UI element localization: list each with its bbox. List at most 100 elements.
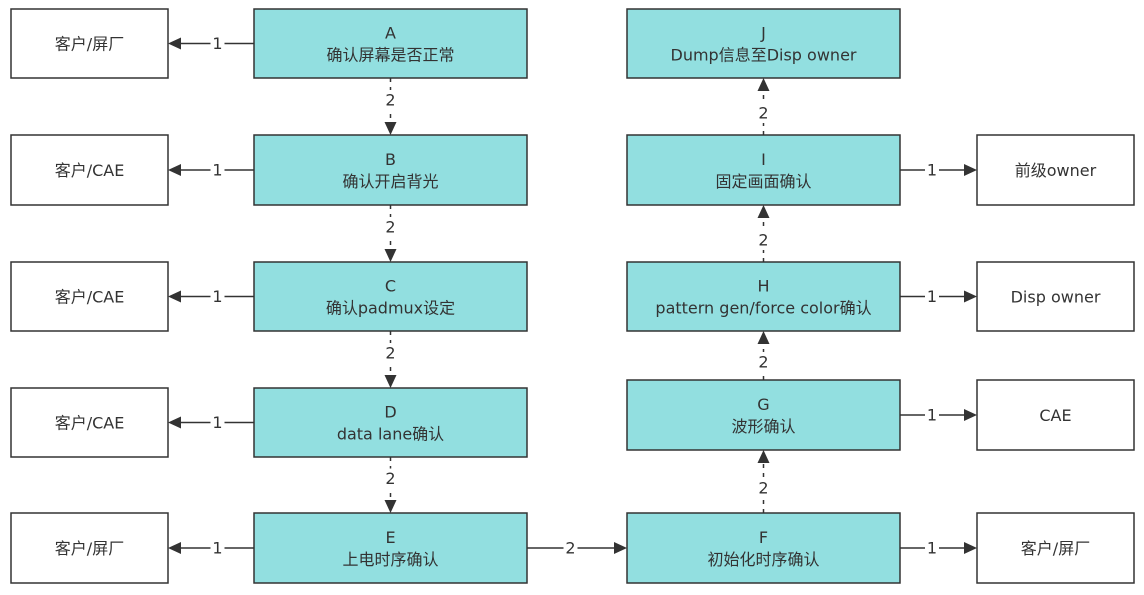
edge-label-background: [383, 343, 398, 363]
node-box: [626, 134, 901, 206]
arrowhead: [384, 375, 397, 388]
edge-b-to-c: 2: [383, 205, 398, 262]
edge-g-to-h: 2: [756, 331, 771, 380]
edge-label-background: [925, 286, 939, 307]
owner-node-te: 客户/屏厂: [10, 512, 169, 584]
edge-label: 1: [927, 539, 937, 558]
node-box: [10, 512, 169, 584]
edge-label: 2: [385, 91, 395, 110]
edge-label-background: [925, 405, 939, 425]
node-label: Dump信息至Disp owner: [671, 46, 857, 65]
arrowhead: [384, 249, 397, 262]
node-label: 客户/CAE: [55, 161, 125, 180]
node-box: [253, 387, 528, 458]
edge-label: 1: [927, 406, 937, 425]
node-label: 波形确认: [731, 417, 795, 436]
node-box: [626, 379, 901, 451]
edge-label: 2: [758, 479, 768, 498]
node-label: 客户/屏厂: [55, 539, 124, 558]
node-label: 确认屏幕是否正常: [326, 46, 454, 65]
arrowhead: [757, 331, 770, 344]
node-box: [976, 134, 1135, 206]
edge-label-background: [210, 286, 225, 307]
edge-e-to-f: 2: [527, 538, 627, 558]
node-letter: G: [757, 395, 769, 414]
owner-node-ta: 客户/屏厂: [10, 8, 169, 79]
edge-label: 1: [212, 161, 222, 180]
arrowhead: [964, 542, 977, 554]
edge-h-to-i: 2: [756, 205, 771, 262]
arrowhead: [757, 450, 770, 463]
edge-a-to-b: 2: [383, 78, 398, 135]
node-box: [10, 134, 169, 206]
arrowhead: [614, 542, 627, 554]
node-box: [976, 379, 1135, 451]
edge-i-to-ti: 1: [900, 160, 977, 180]
edge-c-to-d: 2: [383, 331, 398, 388]
node-letter: J: [760, 24, 766, 43]
owner-node-td: 客户/CAE: [10, 387, 169, 458]
edge-label: 2: [758, 353, 768, 372]
arrowhead: [964, 164, 977, 176]
edge-f-to-g: 2: [756, 450, 771, 513]
edge-label: 1: [212, 34, 222, 53]
node-label: 客户/CAE: [55, 288, 125, 307]
node-box: [976, 261, 1135, 332]
edge-e-to-te: 1: [168, 538, 254, 558]
step-node-g: G 波形确认: [626, 379, 901, 451]
edge-label-background: [756, 478, 771, 498]
node-box: [10, 261, 169, 332]
edge-label-background: [756, 103, 771, 123]
node-label: 客户/CAE: [55, 414, 125, 433]
edge-label: 2: [758, 231, 768, 250]
edge-label: 2: [385, 344, 395, 363]
owner-node-ti: 前级owner: [976, 134, 1135, 206]
edge-label: 1: [212, 413, 222, 432]
step-node-e: E 上电时序确认: [253, 512, 528, 584]
edge-label: 2: [385, 218, 395, 237]
edge-label-background: [210, 160, 225, 180]
edge-label-background: [925, 160, 939, 180]
edge-label: 1: [212, 539, 222, 558]
node-label: CAE: [1039, 406, 1071, 425]
node-letter: D: [384, 403, 396, 422]
edge-a-to-ta: 1: [168, 33, 254, 54]
arrowhead: [964, 290, 977, 303]
arrowhead: [168, 542, 181, 554]
edge-label-background: [756, 230, 771, 250]
edge-d-to-td: 1: [168, 412, 254, 433]
node-box: [976, 512, 1135, 584]
node-label: 上电时序确认: [342, 550, 438, 569]
node-box: [253, 134, 528, 206]
edge-label: 1: [927, 161, 937, 180]
arrowhead: [384, 122, 397, 135]
edge-d-to-e: 2: [383, 457, 398, 513]
edge-i-to-j: 2: [756, 78, 771, 135]
node-box: [10, 387, 169, 458]
owner-node-tb: 客户/CAE: [10, 134, 169, 206]
edge-h-to-th: 1: [900, 286, 977, 307]
node-label: 客户/屏厂: [1021, 539, 1090, 558]
step-node-b: B 确认开启背光: [253, 134, 528, 206]
edge-label: 2: [758, 104, 768, 123]
node-label: 客户/屏厂: [55, 35, 124, 54]
node-letter: B: [385, 150, 396, 169]
node-label: 确认开启背光: [342, 172, 438, 191]
edge-label-background: [756, 352, 771, 372]
node-label: 初始化时序确认: [707, 550, 819, 569]
node-label: 前级owner: [1015, 161, 1097, 180]
node-letter: F: [759, 528, 768, 547]
node-letter: E: [385, 528, 395, 547]
edge-label-background: [925, 538, 939, 558]
owner-node-tg: CAE: [976, 379, 1135, 451]
node-box: [626, 261, 901, 332]
edge-b-to-tb: 1: [168, 160, 254, 180]
owner-node-tf: 客户/屏厂: [976, 512, 1135, 584]
edge-f-to-tf: 1: [900, 538, 977, 558]
step-node-f: F 初始化时序确认: [626, 512, 901, 584]
edge-label-background: [563, 538, 578, 558]
